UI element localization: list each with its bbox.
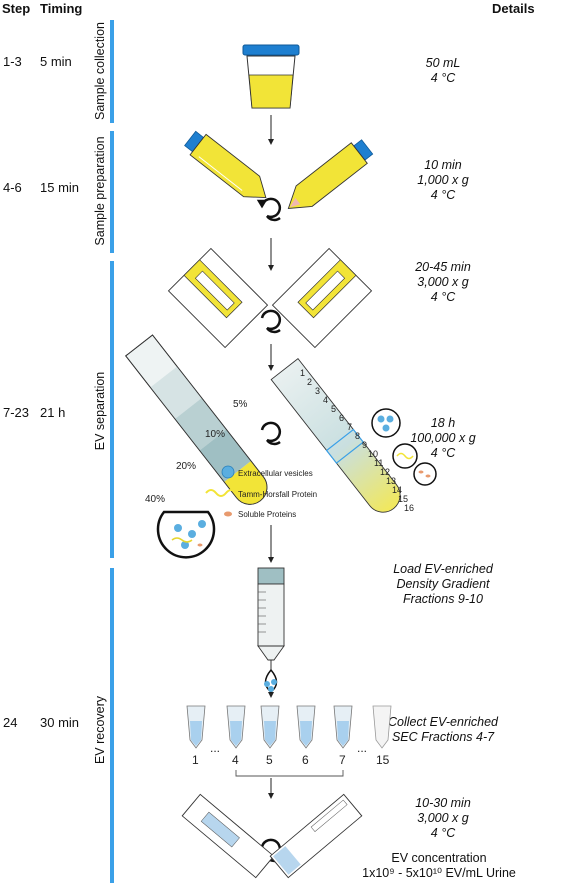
fraction-number: 12	[380, 467, 390, 477]
sec-tube-label: 1	[192, 753, 199, 767]
legend-thp-label: Tamm-Horsfall Protein	[238, 490, 317, 499]
sec-tube-label: ...	[210, 741, 220, 755]
sec-tube-label: 6	[302, 753, 309, 767]
row-timing: 5 min	[40, 54, 72, 69]
legend: Extracellular vesicles Tamm-Horsfall Pro…	[205, 465, 317, 519]
legend-ev-icon	[221, 465, 235, 479]
sec-tube-labels: 1 ... 4 5 6 7 ... 15	[192, 741, 390, 767]
row-step: 24	[3, 715, 18, 730]
fraction-number: 16	[404, 503, 414, 513]
centrifuge-bottle-right	[271, 247, 373, 349]
sec-tubes	[186, 705, 392, 749]
gradient-label-10: 10%	[205, 429, 225, 440]
fraction-numbers: 1 2 3 4 5 6 7 8 9 10 11 12 13 14 15 16	[300, 368, 414, 513]
centrifuge-bottle-left	[167, 247, 269, 349]
concentrator-left	[181, 793, 275, 879]
header-details: Details	[492, 1, 535, 16]
row-step: 7-23	[3, 405, 30, 420]
stage-bar-collection	[110, 20, 114, 123]
fraction-tube	[270, 357, 401, 513]
stage-bar-preparation	[110, 131, 114, 253]
fraction-number: 2	[307, 377, 312, 387]
row-timing: 15 min	[40, 180, 80, 195]
sec-tube-label: 4	[232, 753, 239, 767]
fraction-number: 3	[315, 386, 320, 396]
conical-tube-right	[287, 139, 374, 209]
stage-bar-separation	[110, 261, 114, 558]
conical-tube-left	[184, 130, 267, 199]
row-timing: 21 h	[40, 405, 66, 420]
gradient-label-5: 5%	[233, 399, 248, 410]
fraction-number: 14	[392, 485, 402, 495]
fraction-number: 10	[368, 449, 378, 459]
legend-soluble-icon	[224, 511, 232, 517]
fraction-number: 1	[300, 368, 305, 378]
sec-tube-label: ...	[357, 741, 367, 755]
centrifuge-icon	[260, 309, 282, 334]
urine-cup	[242, 44, 300, 109]
vesicle-droplet	[371, 408, 401, 438]
sec-tube-label: 15	[376, 753, 390, 767]
sec-tube-label: 5	[266, 753, 273, 767]
gradient-label-20: 20%	[176, 461, 196, 472]
final-concentration: EV concentration 1x10⁹ - 5x10¹⁰ EV/mL Ur…	[319, 851, 559, 881]
centrifuge-icon	[260, 421, 282, 446]
stage-bar-recovery	[110, 568, 114, 883]
gradient-label-40: 40%	[145, 494, 165, 505]
soluble-droplet	[413, 462, 437, 486]
collect-bracket	[235, 770, 344, 777]
header-timing: Timing	[40, 1, 83, 16]
legend-ev-label: Extracellular vesicles	[238, 469, 313, 478]
header-step: Step	[2, 1, 31, 16]
row-step: 1-3	[3, 54, 22, 69]
fraction-number: 4	[323, 395, 328, 405]
legend-soluble-label: Soluble Proteins	[238, 510, 296, 519]
final-concentration-value: 1x10⁹ - 5x10¹⁰ EV/mL Urine	[362, 866, 516, 880]
fraction-number: 6	[339, 413, 344, 423]
fraction-number: 11	[374, 458, 383, 468]
concentrator-right	[269, 793, 363, 879]
fraction-number: 5	[331, 404, 336, 414]
fraction-number: 7	[347, 422, 352, 432]
fraction-number: 13	[386, 476, 396, 486]
final-concentration-label: EV concentration	[391, 851, 487, 865]
protein-droplet	[392, 443, 418, 469]
sec-column	[257, 567, 285, 693]
row-timing: 30 min	[40, 715, 80, 730]
fraction-number: 9	[362, 440, 367, 450]
legend-thp-icon	[205, 489, 237, 497]
row-step: 4-6	[3, 180, 22, 195]
fraction-number: 8	[355, 431, 360, 441]
centrifuge-icon	[256, 197, 282, 222]
fraction-number: 15	[398, 494, 408, 504]
sec-tube-label: 7	[339, 753, 346, 767]
gradient-tube	[125, 334, 268, 505]
mixture-droplet	[156, 510, 216, 559]
